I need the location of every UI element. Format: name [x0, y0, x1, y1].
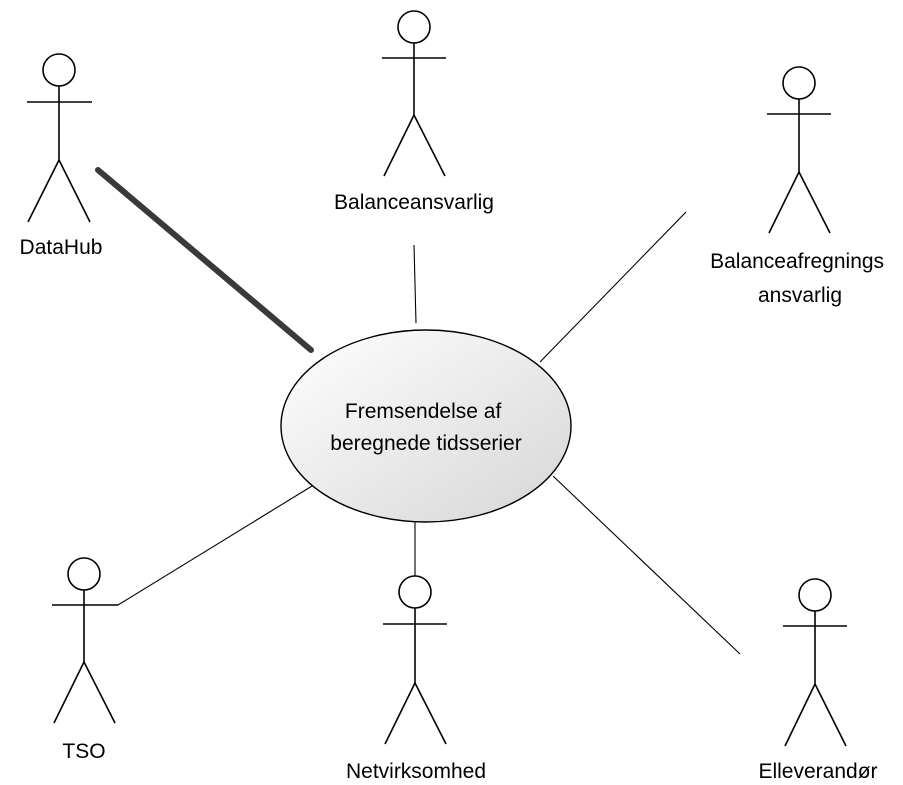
actor-netvirksomhed[interactable]: Netvirksomhed	[346, 575, 486, 783]
actor-left-leg	[384, 682, 416, 745]
actor-label: Balanceafregnings ansvarlig	[710, 250, 890, 307]
actor-elleverandor[interactable]: Elleverandør	[758, 578, 878, 783]
use-case-ellipse[interactable]	[280, 329, 572, 523]
association-line-balanceafregningsansvarlig[interactable]	[539, 211, 687, 363]
actor-head	[397, 10, 431, 44]
association-line-balanceansvarlig[interactable]	[413, 244, 417, 324]
actor-head	[782, 66, 816, 100]
actor-head	[798, 578, 832, 612]
actor-left-leg	[383, 114, 415, 177]
actor-left-leg	[768, 171, 800, 234]
actor-left-leg	[27, 159, 60, 223]
actor-label-line-1: Netvirksomhed	[346, 760, 486, 783]
actor-label-line-1: Elleverandør	[758, 760, 877, 783]
actor-right-leg	[413, 114, 446, 177]
stick-figure-icon	[382, 10, 446, 177]
actor-label: Balanceansvarlig	[334, 191, 494, 214]
actor-label-line-1: Balanceafregnings	[710, 250, 884, 273]
stick-figure-icon	[52, 557, 118, 724]
actor-right-leg	[814, 683, 847, 747]
stick-figure-icon	[383, 575, 447, 745]
use-case-label-line-2: beregnede tidsserier	[330, 432, 521, 455]
stick-figure-icon	[767, 66, 831, 234]
use-case-fremsendelse[interactable]: Fremsendelse af beregnede tidsserier	[280, 329, 572, 523]
actor-right-leg	[414, 682, 447, 745]
stick-figure-icon	[783, 578, 847, 747]
actor-head	[67, 557, 101, 591]
actor-label-line-1: DataHub	[20, 236, 103, 259]
use-case-label-line-1: Fremsendelse af	[345, 400, 502, 423]
association-line-datahub[interactable]	[95, 167, 314, 353]
association-line-elleverandor[interactable]	[552, 475, 741, 655]
actor-head	[398, 575, 432, 609]
actor-right-leg	[83, 661, 116, 724]
actor-label-line-1: Balanceansvarlig	[334, 191, 494, 214]
actor-datahub[interactable]: DataHub	[20, 53, 103, 259]
actor-label-line-2: ansvarlig	[758, 284, 842, 307]
association-line-tso[interactable]	[117, 485, 313, 606]
actor-label: DataHub	[20, 236, 103, 259]
actor-label: Elleverandør	[758, 760, 877, 783]
actor-balanceansvarlig[interactable]: Balanceansvarlig	[334, 10, 494, 214]
actor-left-leg	[784, 683, 816, 747]
actor-right-leg	[798, 171, 831, 234]
use-case-label: Fremsendelse af beregnede tidsserier	[330, 400, 521, 455]
actor-label-line-1: TSO	[62, 740, 105, 763]
actor-tso[interactable]: TSO	[52, 557, 118, 763]
actor-right-leg	[58, 159, 91, 223]
actor-left-leg	[53, 661, 85, 724]
actor-label: Netvirksomhed	[346, 760, 486, 783]
actor-label: TSO	[62, 740, 105, 763]
actor-head	[42, 53, 76, 87]
stick-figure-icon	[27, 53, 92, 223]
actor-balanceafregningsansvarlig[interactable]: Balanceafregnings ansvarlig	[710, 66, 890, 307]
